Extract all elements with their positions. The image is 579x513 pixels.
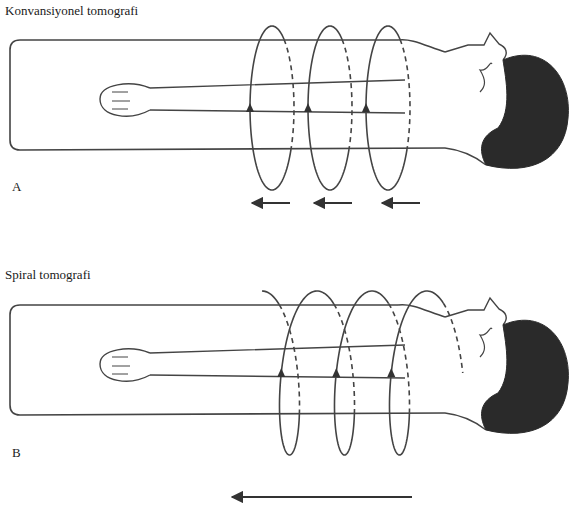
gantry-path <box>342 39 352 149</box>
patient-figure <box>10 33 568 168</box>
gantry-path <box>308 26 349 190</box>
patient-figure <box>10 298 568 433</box>
gantry-path <box>443 303 462 373</box>
gantry-path <box>388 26 400 39</box>
rotation-arrowhead <box>246 103 254 112</box>
gantry-path <box>330 26 342 39</box>
gantry-path <box>250 26 291 190</box>
gantry-path <box>284 39 294 149</box>
rotation-arrowhead <box>387 368 395 377</box>
panel-title: Spiral tomografi <box>5 268 91 282</box>
gantry-path <box>334 291 388 455</box>
panel-letter: B <box>12 446 21 460</box>
gantry-path <box>389 304 410 413</box>
gantry-path <box>366 26 407 190</box>
gantry-path <box>262 291 279 305</box>
gantry-path <box>279 291 333 455</box>
gantry-path <box>389 291 443 455</box>
panel-title: Konvansiyonel tomografi <box>5 4 138 18</box>
gantry-rotation <box>246 26 463 455</box>
rotation-arrowhead <box>304 103 312 112</box>
table-motion-arrows <box>232 203 420 497</box>
rotation-arrowhead <box>277 368 285 377</box>
gantry-path <box>334 304 355 413</box>
rotation-arrowhead <box>362 103 370 112</box>
rotation-arrowhead <box>332 368 340 377</box>
panel-letter: A <box>12 180 21 194</box>
gantry-path <box>400 39 410 149</box>
gantry-path <box>272 26 284 39</box>
